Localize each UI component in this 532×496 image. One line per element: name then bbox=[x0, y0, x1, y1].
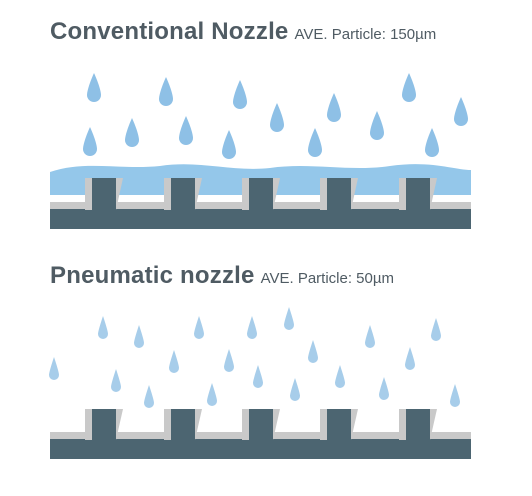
trench-wall bbox=[116, 178, 123, 210]
trench-wall bbox=[351, 178, 358, 210]
large-droplets bbox=[83, 73, 468, 159]
droplet bbox=[222, 130, 236, 159]
droplet bbox=[224, 349, 234, 372]
trench-wall bbox=[273, 409, 280, 440]
droplet bbox=[49, 357, 59, 380]
droplet bbox=[144, 385, 154, 408]
substrate-bump bbox=[406, 178, 430, 210]
pneumatic-nozzle-diagram bbox=[49, 307, 471, 459]
substrate-bump bbox=[249, 178, 273, 210]
substrate-bump bbox=[327, 409, 351, 440]
substrate-base bbox=[50, 439, 471, 459]
droplet bbox=[179, 116, 193, 145]
droplet bbox=[431, 318, 441, 341]
droplet bbox=[111, 369, 121, 392]
trench-wall bbox=[399, 409, 406, 440]
droplet bbox=[365, 325, 375, 348]
droplet bbox=[402, 73, 416, 102]
trench-wall bbox=[273, 178, 280, 210]
trench-wall bbox=[85, 178, 92, 210]
substrate-bump bbox=[171, 409, 195, 440]
trench-wall bbox=[195, 409, 202, 440]
droplet bbox=[270, 103, 284, 132]
droplet bbox=[125, 118, 139, 147]
droplet bbox=[308, 128, 322, 157]
trench-wall bbox=[242, 178, 249, 210]
pneumatic-nozzle-title: Pneumatic nozzle bbox=[50, 262, 255, 289]
droplet bbox=[253, 365, 263, 388]
droplet bbox=[159, 77, 173, 106]
trench-wall bbox=[164, 409, 171, 440]
droplet bbox=[454, 97, 468, 126]
droplet bbox=[134, 325, 144, 348]
trench-wall bbox=[85, 409, 92, 440]
substrate bbox=[50, 178, 471, 229]
trench-wall bbox=[320, 178, 327, 210]
droplet bbox=[83, 127, 97, 156]
substrate-bump bbox=[92, 409, 116, 440]
conventional-nozzle-heading: Conventional Nozzle AVE. Particle: 150µm bbox=[50, 18, 436, 46]
trench-wall bbox=[164, 178, 171, 210]
conventional-nozzle-diagram bbox=[50, 73, 471, 229]
droplet bbox=[370, 111, 384, 140]
droplet bbox=[327, 93, 341, 122]
trench-wall bbox=[351, 409, 358, 440]
substrate-bump bbox=[171, 178, 195, 210]
droplet bbox=[335, 365, 345, 388]
trench-wall bbox=[399, 178, 406, 210]
droplet bbox=[450, 384, 460, 407]
droplet bbox=[87, 73, 101, 102]
trench-wall bbox=[320, 409, 327, 440]
droplet bbox=[247, 316, 257, 339]
substrate-bump bbox=[249, 409, 273, 440]
droplet bbox=[194, 316, 204, 339]
pneumatic-nozzle-heading: Pneumatic nozzle AVE. Particle: 50µm bbox=[50, 262, 394, 290]
droplet bbox=[233, 80, 247, 109]
conventional-nozzle-title: Conventional Nozzle bbox=[50, 18, 289, 45]
trench-wall bbox=[195, 178, 202, 210]
trench-wall bbox=[116, 409, 123, 440]
trench-wall bbox=[430, 178, 437, 210]
substrate-bump bbox=[327, 178, 351, 210]
substrate-base bbox=[50, 209, 471, 229]
pneumatic-nozzle-particle-size: AVE. Particle: 50µm bbox=[260, 270, 394, 287]
droplet bbox=[425, 128, 439, 157]
droplet bbox=[284, 307, 294, 330]
substrate-bump bbox=[406, 409, 430, 440]
trench-wall bbox=[430, 409, 437, 440]
droplet bbox=[308, 340, 318, 363]
droplet bbox=[290, 378, 300, 401]
droplet bbox=[169, 350, 179, 373]
trench-wall bbox=[242, 409, 249, 440]
conventional-nozzle-particle-size: AVE. Particle: 150µm bbox=[294, 26, 437, 43]
substrate-bump bbox=[92, 178, 116, 210]
droplet bbox=[98, 316, 108, 339]
droplet bbox=[405, 347, 415, 370]
droplet bbox=[379, 377, 389, 400]
substrate bbox=[50, 409, 471, 459]
droplet bbox=[207, 383, 217, 406]
small-droplets bbox=[49, 307, 460, 408]
